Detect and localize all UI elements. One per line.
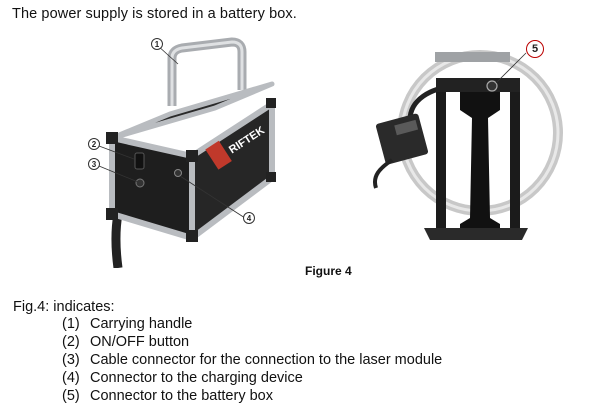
- intro-text: The power supply is stored in a battery …: [12, 6, 297, 22]
- list-item-number: (2): [62, 334, 80, 350]
- callout-1: 1: [151, 38, 163, 50]
- callout-4: 4: [243, 212, 255, 224]
- list-item-number: (5): [62, 388, 80, 404]
- list-item: (4) Connector to the charging device: [62, 369, 442, 387]
- list-item-text: Connector to the battery box: [90, 388, 273, 404]
- callout-5: 5: [526, 40, 544, 58]
- list-item-text: Cable connector for the connection to th…: [90, 352, 443, 368]
- figure-4-illustration: RIFTEK: [0, 28, 600, 269]
- list-item-text: ON/OFF button: [90, 334, 190, 350]
- list-item: (2) ON/OFF button: [62, 333, 442, 351]
- figure-svg: RIFTEK: [98, 37, 563, 269]
- legend-list: (1) Carrying handle (2) ON/OFF button (3) C…: [62, 315, 442, 405]
- list-item: (5) Connector to the battery box: [62, 387, 442, 405]
- callout-3: 3: [88, 158, 100, 170]
- legend-intro: Fig.4: indicates:: [13, 299, 115, 315]
- figure-caption: Figure 4: [305, 264, 352, 278]
- list-item: (3) Cable connector for the connection to…: [62, 351, 442, 369]
- list-item-number: (3): [62, 352, 80, 368]
- list-item-number: (1): [62, 316, 80, 332]
- list-item-text: Connector to the charging device: [90, 370, 303, 386]
- list-item-text: Carrying handle: [90, 316, 193, 332]
- callout-2: 2: [88, 138, 100, 150]
- battery-box-image: RIFTEK: [98, 37, 276, 269]
- laser-module-image: [373, 50, 563, 240]
- list-item: (1) Carrying handle: [62, 315, 442, 333]
- list-item-number: (4): [62, 370, 80, 386]
